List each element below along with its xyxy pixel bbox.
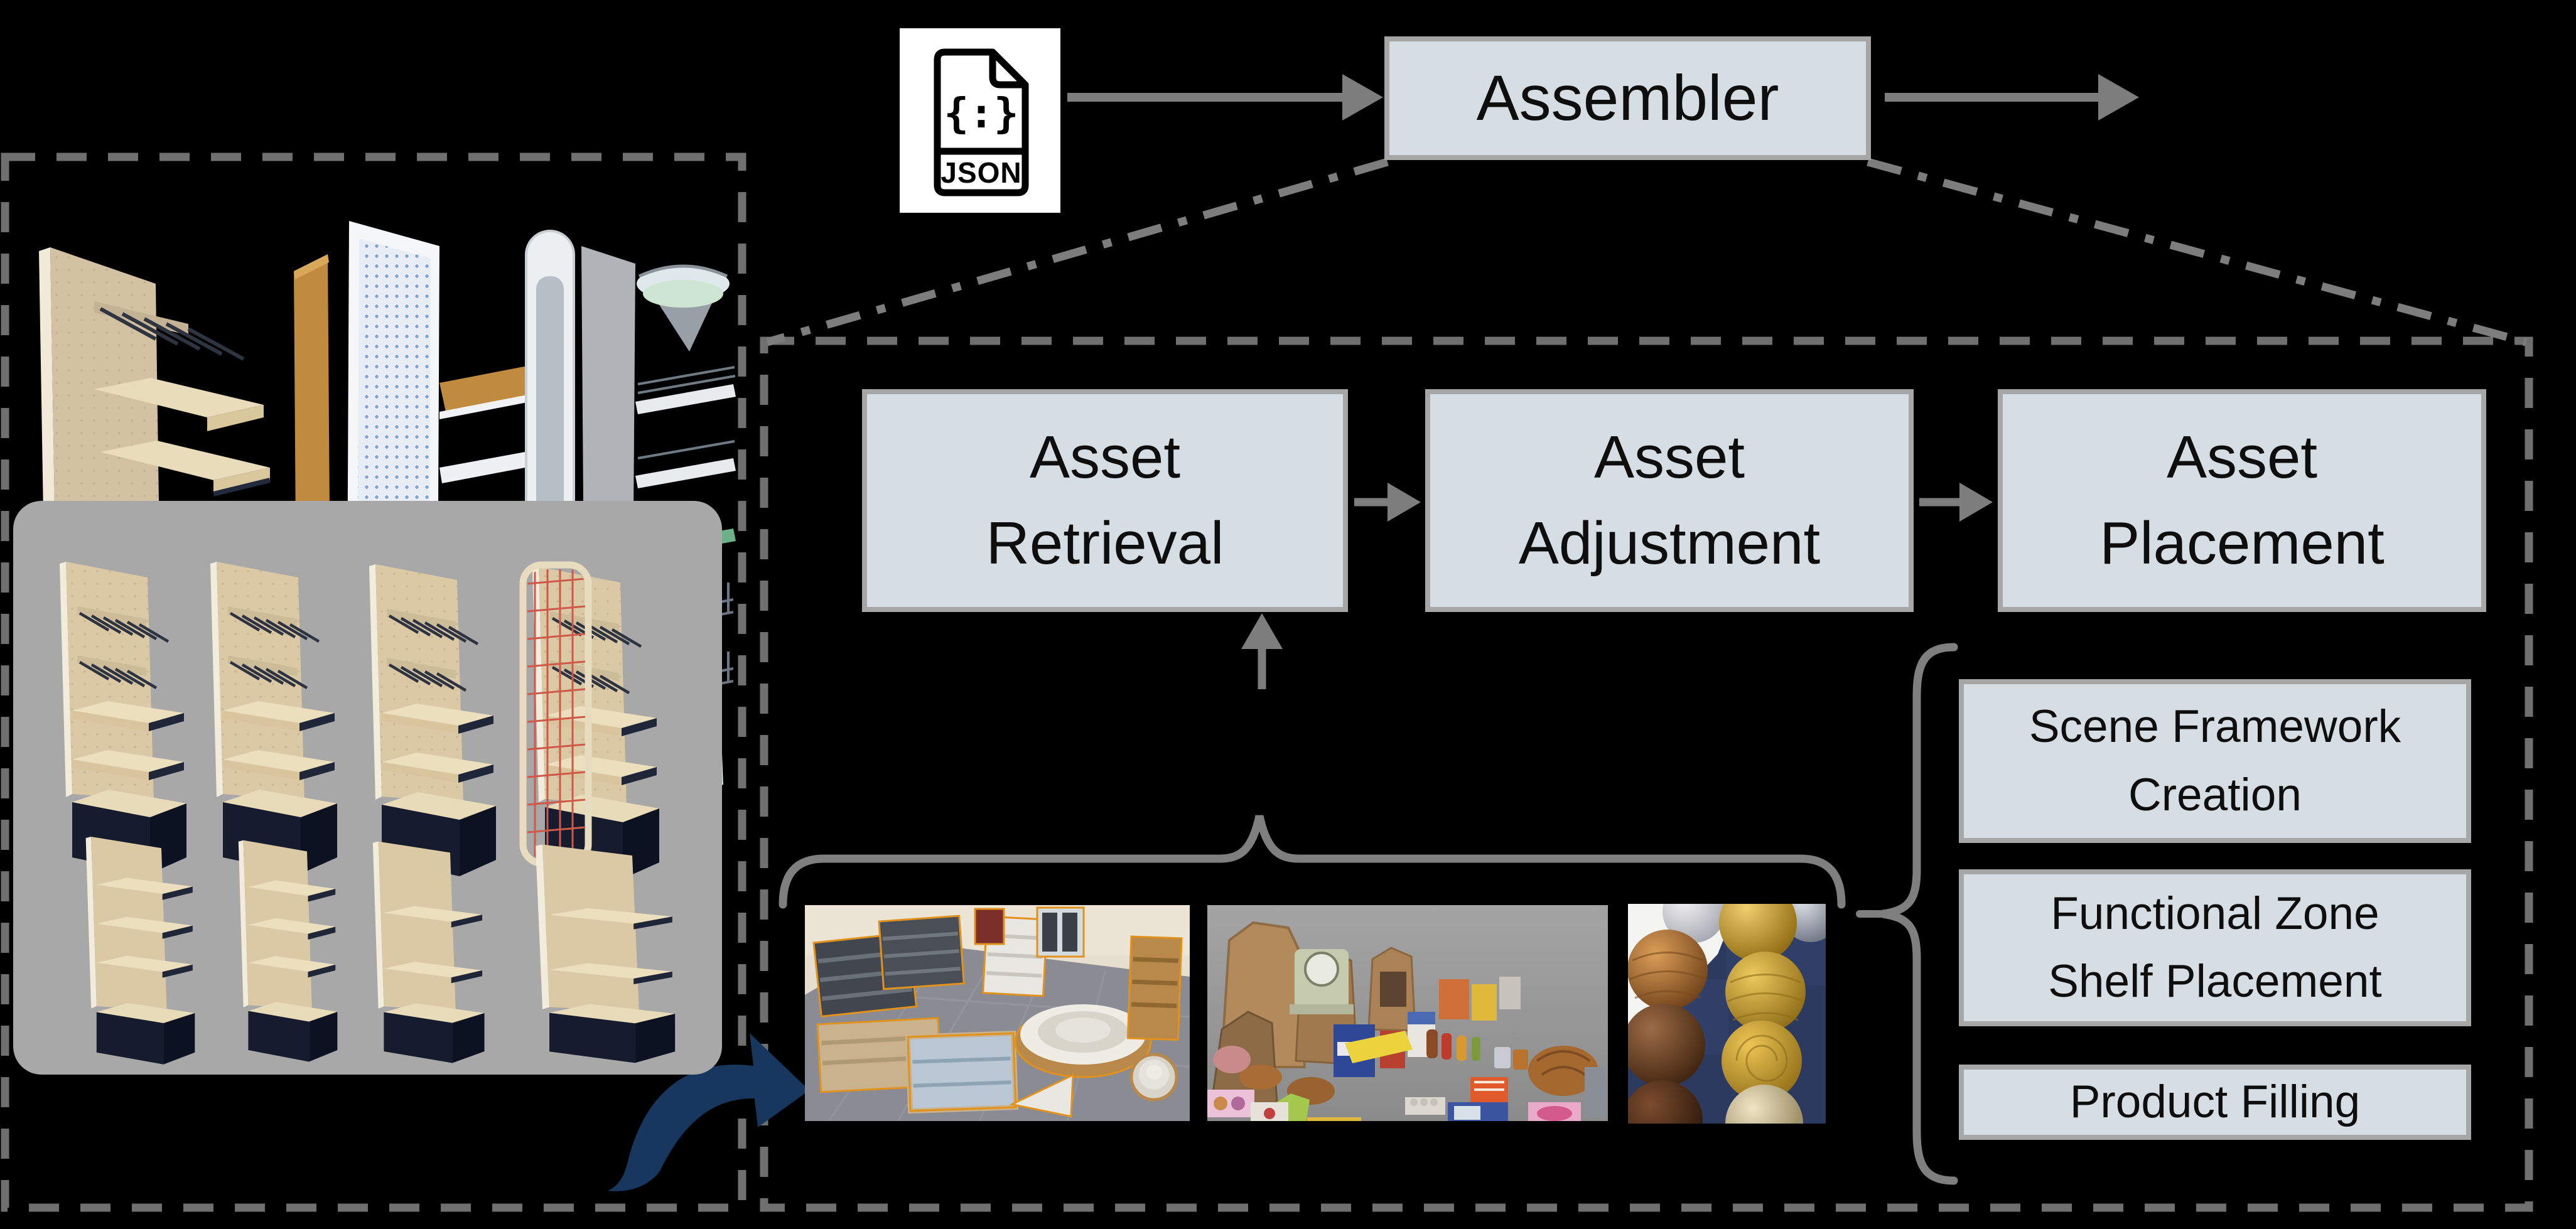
material-spheres-render [1628, 904, 1826, 1124]
assembler-label: Assembler [1476, 62, 1779, 134]
arrow-assembler-out [1885, 74, 2139, 121]
expansion-line-left [766, 158, 1389, 346]
asset-adjustment-line2: Adjustment [1518, 509, 1821, 577]
arrow-json-to-assembler [1067, 74, 1383, 121]
asset-retrieval-line2: Retrieval [986, 509, 1224, 577]
oval-display-render [1014, 1004, 1152, 1078]
asset-placement-node: Asset Placement [1998, 389, 2486, 612]
arrow-retrieval-to-adjustment [1354, 483, 1421, 522]
braces-glyph: {:} [944, 89, 1018, 137]
substeps-brace [1856, 643, 1958, 1185]
assembler-detail-dashed-box [760, 336, 2533, 1212]
assets-group-bracket [779, 815, 1846, 909]
asset-retrieval-node: Asset Retrieval [862, 389, 1348, 612]
scene-framework-creation-node: Scene Framework Creation [1959, 679, 2471, 843]
product-assets-render [1207, 905, 1608, 1121]
assembler-node: Assembler [1384, 36, 1871, 160]
json-file-glyph: {:} JSON [934, 48, 1029, 196]
kitchen-scale-render [1290, 949, 1354, 1014]
library-to-scene-swoosh-arrow [608, 1033, 809, 1191]
functional-zone-line1: Functional Zone [2051, 888, 2379, 939]
arrow-assets-to-retrieval [1241, 613, 1283, 689]
shelf-asset-library-render [805, 905, 1190, 1121]
asset-placement-line1: Asset [2166, 424, 2318, 491]
functional-zone-shelf-placement-node: Functional Zone Shelf Placement [1959, 869, 2471, 1026]
json-label: JSON [940, 156, 1021, 189]
scene-framework-line2: Creation [2128, 769, 2302, 820]
expansion-line-right [1867, 158, 2527, 346]
arrow-adjustment-to-placement [1919, 483, 1993, 522]
asset-adjustment-node: Asset Adjustment [1425, 389, 1914, 612]
shelf-library-dashed-box [1, 153, 746, 1212]
scene-framework-line1: Scene Framework [2029, 701, 2401, 753]
asset-placement-line2: Placement [2099, 509, 2385, 577]
shelf-variants-panel [13, 501, 722, 1075]
product-filling-label: Product Filling [2069, 1076, 2361, 1127]
asset-adjustment-line1: Asset [1593, 424, 1745, 491]
product-filling-node: Product Filling [1959, 1065, 2471, 1140]
asset-retrieval-line1: Asset [1029, 424, 1181, 491]
json-file-icon: {:} JSON [900, 28, 1060, 213]
functional-zone-line2: Shelf Placement [2048, 956, 2382, 1007]
